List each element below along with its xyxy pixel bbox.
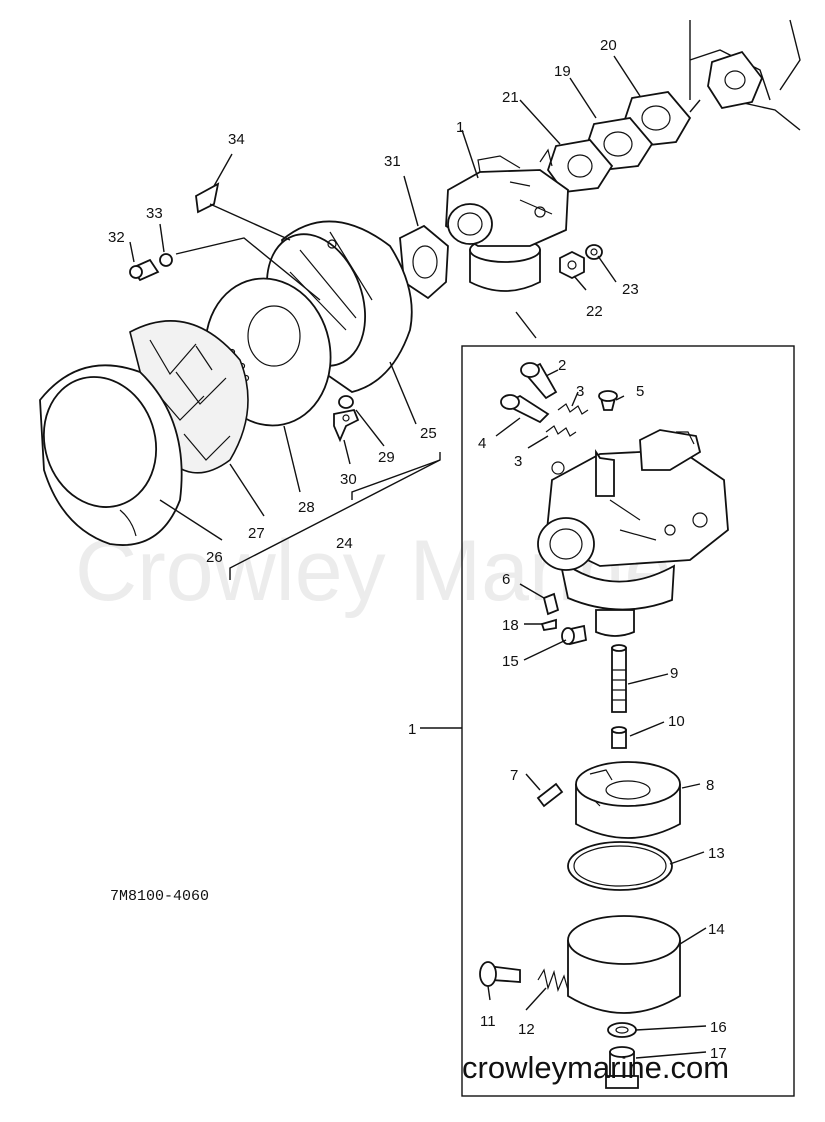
callout-27: 27 (248, 525, 265, 542)
pin-7 (536, 782, 564, 808)
washer-23 (585, 244, 603, 260)
nut-22 (559, 250, 585, 280)
callout-15: 15 (502, 653, 519, 670)
callout-14: 14 (708, 921, 725, 938)
callout-1-top: 1 (456, 119, 464, 136)
spring-12 (537, 968, 569, 992)
callout-3a: 3 (576, 383, 584, 400)
screw-5 (598, 390, 618, 411)
callout-18: 18 (502, 617, 519, 634)
callout-23: 23 (622, 281, 639, 298)
callout-3b: 3 (514, 453, 522, 470)
callout-6: 6 (502, 571, 510, 588)
callout-2: 2 (558, 357, 566, 374)
callout-9: 9 (670, 665, 678, 682)
callout-17: 17 (710, 1045, 727, 1062)
screw-4 (500, 394, 550, 424)
callout-5: 5 (636, 383, 644, 400)
carburetor-body-detail (537, 429, 729, 637)
callout-11: 11 (480, 1013, 496, 1030)
callout-20: 20 (600, 37, 617, 54)
main-jet-9 (611, 644, 627, 713)
callout-28: 28 (298, 499, 315, 516)
screw-11 (479, 961, 521, 987)
callout-1-detail: 1 (408, 721, 416, 738)
screw-2 (520, 362, 558, 400)
spring-3a (557, 403, 589, 415)
site-label: crowleymarine.com (462, 1050, 729, 1085)
callout-29: 29 (378, 449, 395, 466)
callout-30: 30 (340, 471, 357, 488)
grommet-29 (338, 395, 354, 409)
engine-block-fragment (689, 19, 801, 131)
callout-34: 34 (228, 131, 245, 148)
diagram-code: 7M8100-4060 (110, 888, 209, 905)
drain-bolt-17 (605, 1046, 639, 1089)
float-bowl-14 (567, 915, 681, 1014)
callout-21: 21 (502, 89, 519, 106)
clip-30 (333, 408, 360, 443)
callout-24: 24 (336, 535, 353, 552)
callout-7: 7 (510, 767, 518, 784)
callout-25: 25 (420, 425, 437, 442)
leader-lines (129, 55, 707, 1059)
callout-22: 22 (586, 303, 603, 320)
carburetor-assembly-top (445, 148, 569, 292)
callout-16: 16 (710, 1019, 727, 1036)
callout-32: 32 (108, 229, 125, 246)
detail-frame (461, 345, 795, 1097)
washer-16 (607, 1022, 637, 1038)
needle-6 (542, 592, 560, 616)
spring-3b (545, 425, 577, 437)
air-filter-cover-26 (39, 364, 183, 546)
callout-31: 31 (384, 153, 401, 170)
jet-10 (611, 726, 627, 749)
float-8 (575, 761, 681, 839)
callout-33: 33 (146, 205, 163, 222)
screw-15 (561, 624, 588, 646)
callout-13: 13 (708, 845, 725, 862)
screw-32 (129, 258, 160, 282)
callout-4: 4 (478, 435, 486, 452)
gasket-21 (546, 139, 614, 193)
bracket-34 (195, 182, 220, 214)
callout-8: 8 (706, 777, 714, 794)
gasket-13 (567, 841, 673, 891)
callout-26: 26 (206, 549, 223, 566)
callout-19: 19 (554, 63, 571, 80)
callout-10: 10 (668, 713, 685, 730)
assembly-lines-upper (175, 99, 701, 580)
washer-33 (159, 253, 173, 267)
clip-18 (540, 618, 557, 632)
callout-12: 12 (518, 1021, 535, 1038)
